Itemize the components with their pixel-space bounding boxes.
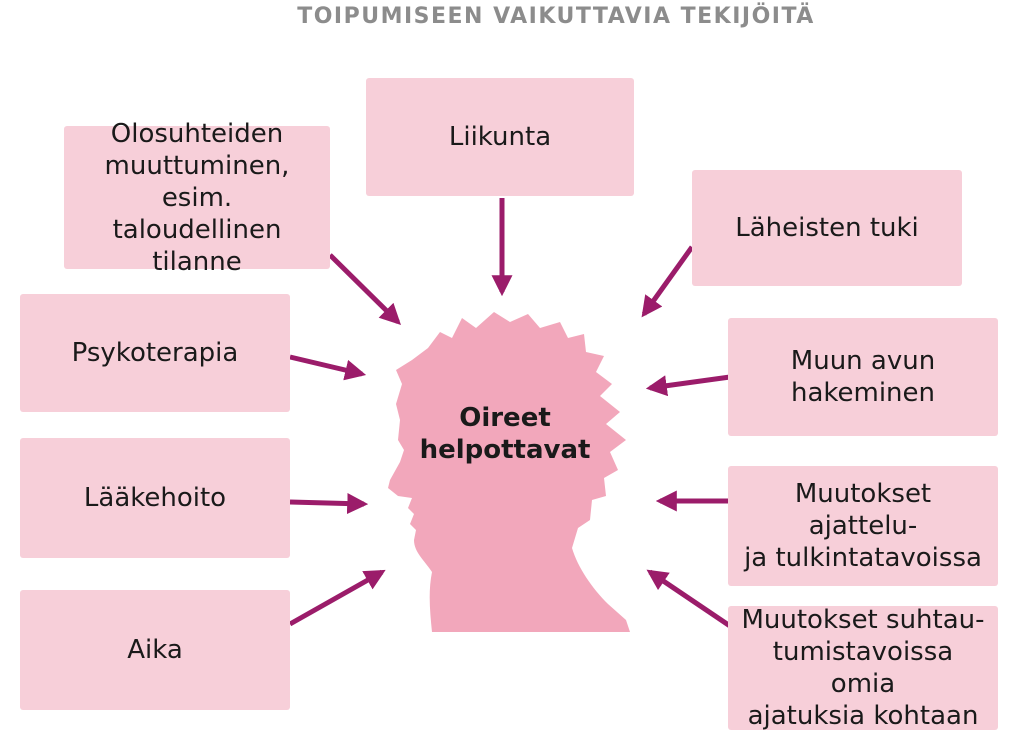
arrow-attitude-changes: [646, 569, 732, 629]
arrow-medication: [289, 493, 369, 515]
factor-line: Muutokset ajattelu-: [794, 479, 932, 541]
factor-line: Lääkehoito: [83, 483, 227, 513]
factor-line: esim. taloudellinen: [112, 182, 282, 245]
center-label-line: helpottavat: [419, 435, 591, 465]
factor-close-support: Läheisten tuki: [692, 170, 962, 286]
factor-line: Läheisten tuki: [735, 213, 919, 243]
head-silhouette-icon: [388, 312, 630, 632]
factor-line: Psykoterapia: [71, 338, 239, 368]
center-label-line: Oireet: [459, 403, 551, 433]
factor-attitude-changes: Muutokset suhtau- tumistavoissa omia aja…: [728, 605, 998, 731]
factor-line: Aika: [127, 635, 183, 665]
factor-psychotherapy: Psykoterapia: [20, 294, 290, 412]
factor-circumstances: Olosuhteiden muuttuminen, esim. taloudel…: [64, 119, 330, 277]
factor-line: Muutokset suhtau-: [741, 605, 985, 635]
factor-line: tumistavoissa omia: [772, 637, 954, 699]
factor-medication: Lääkehoito: [20, 438, 290, 558]
arrow-circumstances: [328, 253, 401, 325]
arrow-time: [288, 569, 386, 627]
diagram-title: TOIPUMISEEN VAIKUTTAVIA TEKIJÖITÄ: [297, 4, 815, 29]
factor-other-help: Muun avun hakeminen: [728, 318, 998, 436]
arrow-close-support: [641, 245, 695, 318]
factor-line: ajatuksia kohtaan: [747, 701, 979, 731]
factor-line: tilanne: [152, 246, 242, 277]
factor-line: Olosuhteiden: [110, 118, 284, 149]
factor-line: Muun avun: [790, 346, 936, 376]
arrow-psychotherapy: [289, 354, 367, 381]
factor-exercise: Liikunta: [366, 78, 634, 196]
factor-thinking-changes: Muutokset ajattelu- ja tulkintatavoissa: [728, 466, 998, 586]
arrow-other-help: [645, 374, 731, 397]
factor-line: Liikunta: [448, 122, 552, 152]
center-label: Oireet helpottavat: [390, 402, 620, 466]
factor-line: hakeminen: [790, 378, 936, 408]
factor-line: muuttuminen,: [104, 150, 290, 181]
factor-line: ja tulkintatavoissa: [744, 543, 982, 573]
factor-time: Aika: [20, 590, 290, 710]
